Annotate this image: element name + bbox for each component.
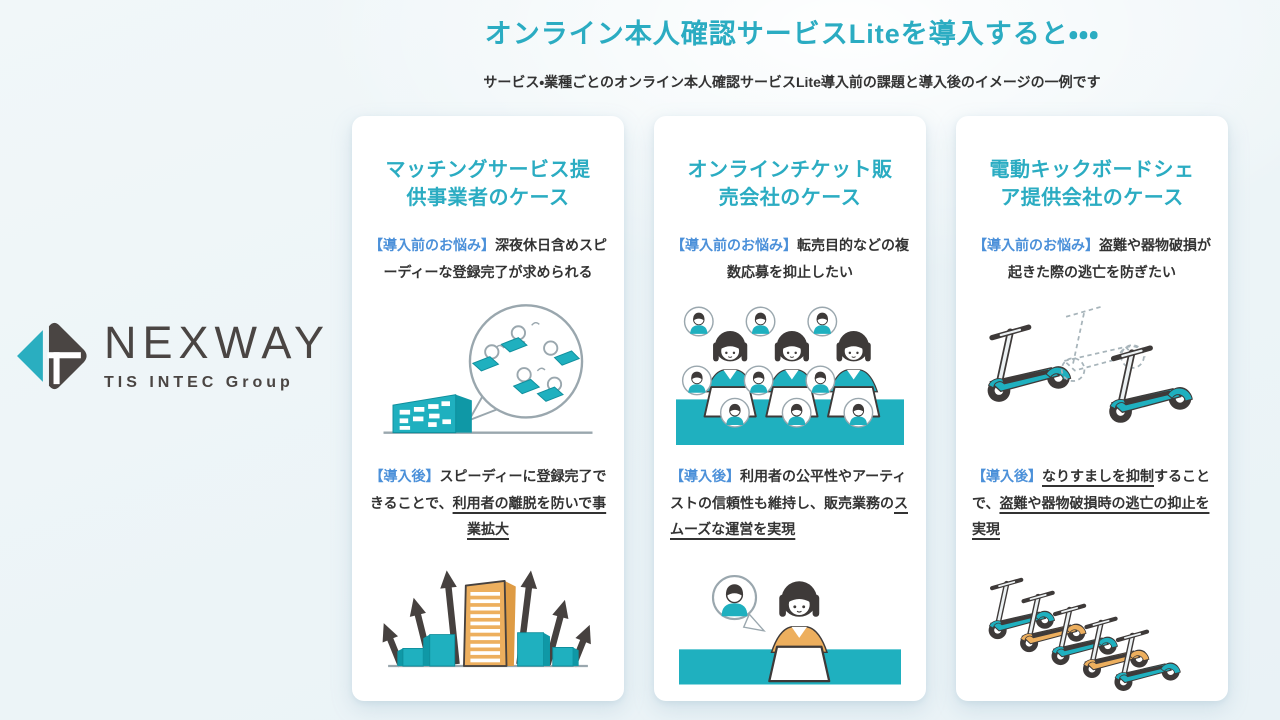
case-cards-row: マッチングサービス提供事業者のケース 【導入前のお悩み】深夜休日含めスピーディー… (352, 116, 1232, 701)
logo-wordmark: NEXWAY (104, 317, 331, 368)
before-body: 転売目的などの複数応募を抑止したい (727, 237, 909, 280)
after-label: 【導入後】 (369, 468, 440, 485)
after-segment-underlined: 盗難や器物破損時の逃亡の抑止を実現 (972, 494, 1210, 538)
before-text: 【導入前のお悩み】深夜休日含めスピーディーな登録完了が求められる (368, 232, 608, 285)
before-body: 盗難や器物破損が起きた際の逃亡を防ぎたい (1008, 237, 1211, 280)
case-card-scooter: 電動キックボードシェア提供会社のケース 【導入前のお悩み】盗難や器物破損が起きた… (956, 116, 1228, 701)
nexway-diamond-icon (14, 318, 90, 394)
office-building-chat-users-illustration (368, 293, 608, 445)
after-segment-underlined: スムーズな運営を実現 (670, 494, 908, 538)
content-area: オンライン本人確認サービスLiteを導入すると・・・ サービス・業種ごとのオンラ… (352, 0, 1232, 701)
missing-scooter-illustration (972, 293, 1212, 445)
before-label: 【導入前のお悩み】 (973, 237, 1099, 253)
after-segment: することで、 (972, 468, 1210, 511)
case-card-title: オンラインチケット販売会社のケース (687, 159, 893, 209)
after-segment-underlined: なりすましを抑制 (1042, 468, 1154, 485)
page-subtitle: サービス・業種ごとのオンライン本人確認サービスLite導入前の課題と導入後のイメ… (483, 74, 1101, 90)
after-text: 【導入後】スピーディーに登録完了できることで、利用者の離脱を防いで事業拡大 (368, 463, 608, 543)
before-body: 深夜休日含めスピーディーな登録完了が求められる (383, 237, 607, 280)
nexway-logo: NEXWAY TIS INTEC Group (14, 318, 330, 394)
logo-group-text: TIS INTEC Group (104, 374, 294, 391)
after-text: 【導入後】なりすましを抑制することで、盗難や器物破損時の逃亡の抑止を実現 (972, 463, 1212, 543)
after-segment: 利用者の公平性やアーティストの信頼性も維持し、販売業務の (670, 468, 907, 511)
case-card-matching: マッチングサービス提供事業者のケース 【導入前のお悩み】深夜休日含めスピーディー… (352, 116, 624, 701)
before-label: 【導入前のお悩み】 (671, 237, 797, 253)
before-text: 【導入前のお悩み】盗難や器物破損が起きた際の逃亡を防ぎたい (972, 232, 1212, 285)
after-segment-underlined: 利用者の離脱を防いで事業拡大 (452, 494, 607, 538)
before-label: 【導入前のお悩み】 (369, 237, 495, 253)
verified-single-user-illustration (670, 555, 910, 701)
before-text: 【導入前のお悩み】転売目的などの複数応募を抑止したい (670, 232, 910, 285)
page-title: オンライン本人確認サービスLiteを導入すると・・・ (484, 19, 1100, 49)
scooter-fleet-illustration (972, 555, 1212, 701)
case-card-ticket: オンラインチケット販売会社のケース 【導入前のお悩み】転売目的などの複数応募を抑… (654, 116, 926, 701)
case-card-title: マッチングサービス提供事業者のケース (385, 159, 591, 209)
after-text: 【導入後】利用者の公平性やアーティストの信頼性も維持し、販売業務のスムーズな運営… (670, 463, 910, 543)
duplicate-applicants-illustration (670, 293, 910, 446)
after-segment: スピーディーに登録完了できることで、 (369, 468, 607, 511)
after-label: 【導入後】 (670, 468, 740, 485)
case-card-title: 電動キックボードシェア提供会社のケース (989, 159, 1195, 209)
after-label: 【導入後】 (972, 468, 1042, 485)
growth-arrows-buildings-illustration (368, 555, 608, 701)
